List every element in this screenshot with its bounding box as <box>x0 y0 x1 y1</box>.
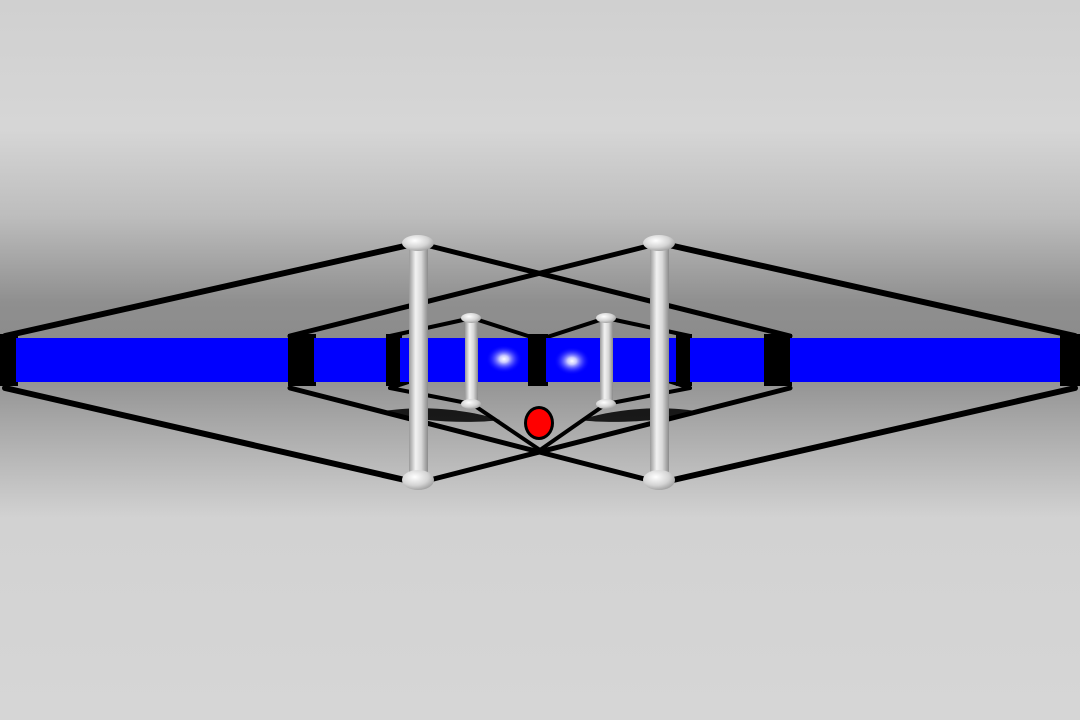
bar-joint <box>528 334 548 386</box>
cable-outer-left-bottom <box>2 385 421 486</box>
cable-cross-top-a <box>415 240 793 339</box>
bar-segment <box>690 338 766 382</box>
cable-outer-right-bottom <box>657 385 1078 486</box>
cables <box>2 240 1078 486</box>
background-glow-left-top <box>0 40 180 220</box>
bar-joint <box>676 334 692 386</box>
bar-joint <box>288 334 316 386</box>
bar-joint <box>386 334 402 386</box>
background-glow-left-bottom <box>0 510 180 690</box>
blue-bar <box>0 334 1080 386</box>
bar-segment <box>16 338 290 382</box>
inner-strut-left <box>461 313 481 409</box>
bar-joint <box>0 334 18 386</box>
bar-segment <box>790 338 1062 382</box>
bar-joint <box>1060 334 1080 386</box>
red-ball-icon <box>524 406 554 440</box>
cable-cross-top-b <box>287 240 663 339</box>
bar-highlight <box>554 347 590 375</box>
background-glow-right-top <box>900 40 1080 220</box>
outer-strut-right <box>643 235 675 490</box>
bar-joint <box>764 334 792 386</box>
bar-segment <box>314 338 388 382</box>
cable-outer-left-top <box>2 240 421 339</box>
cable-cross-bottom-b <box>287 385 663 486</box>
background-glow-right-bottom <box>900 510 1080 690</box>
inner-strut-right <box>596 313 616 409</box>
bar-highlight <box>486 345 522 373</box>
cable-cross-bottom-a <box>415 385 793 486</box>
outer-strut-left <box>402 235 434 490</box>
cable-outer-right-top <box>657 240 1078 339</box>
